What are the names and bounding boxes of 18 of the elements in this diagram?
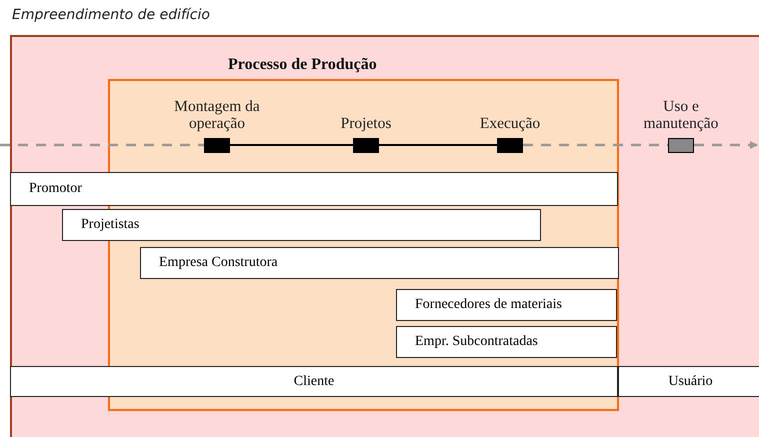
actor-bar: Usuário xyxy=(618,366,759,397)
actor-bar: Fornecedores de materiais xyxy=(396,289,617,321)
actor-bar: Promotor xyxy=(10,172,618,206)
actor-bar: Empresa Construtora xyxy=(140,247,619,279)
timeline-line xyxy=(230,144,353,146)
arrow xyxy=(694,141,758,149)
actor-bar: Cliente xyxy=(10,366,618,397)
phase-label: Uso e manutenção xyxy=(642,98,720,132)
timeline-line xyxy=(523,144,668,146)
phase-label: Projetos xyxy=(340,115,392,132)
actor-bar: Empr. Subcontratadas xyxy=(396,326,617,358)
group-heading: Processo de Produção xyxy=(228,56,377,74)
timeline-line xyxy=(0,144,204,146)
actor-bar: Projetistas xyxy=(62,209,541,241)
phase-label: Montagem da operação xyxy=(173,98,261,132)
phase-label: Execução xyxy=(480,115,540,132)
timeline-line xyxy=(379,144,497,146)
group-heading: Empreendimento de edifício xyxy=(12,7,210,23)
